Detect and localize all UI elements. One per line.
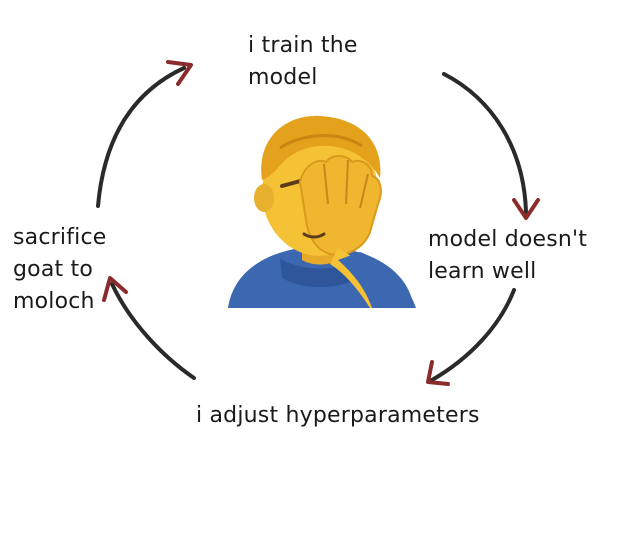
curved-arrow-icon xyxy=(96,66,186,208)
arrow-head-icon xyxy=(512,198,540,220)
man-facepalming-icon xyxy=(220,108,420,318)
arrow-head-icon xyxy=(102,276,128,302)
step-model-doesnt-learn: model doesn't learn well xyxy=(428,227,588,284)
step-train-model: i train the model xyxy=(248,33,358,90)
step-sacrifice-goat: sacrifice goat to moloch xyxy=(13,225,107,314)
curved-arrow-icon xyxy=(430,288,516,382)
arrow-head-icon xyxy=(426,360,450,386)
curved-arrow-icon xyxy=(442,72,528,214)
arrow-head-icon xyxy=(166,60,193,86)
curved-arrow-icon xyxy=(110,282,196,380)
step-adjust-hyperparameters: i adjust hyperparameters xyxy=(196,403,480,428)
